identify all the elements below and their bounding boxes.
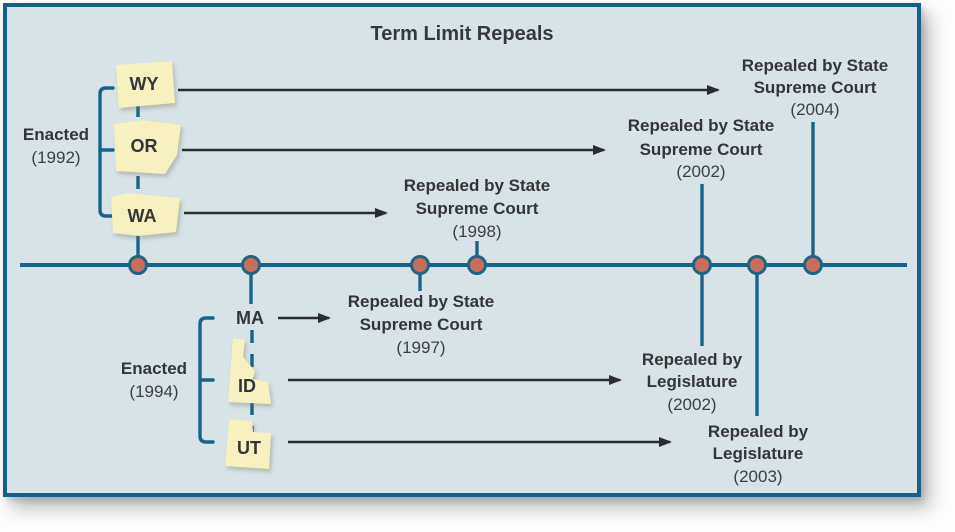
repeal-ut-line2: Legislature [713, 444, 804, 463]
repeal-ut-year: (2003) [733, 467, 782, 486]
term-limit-repeals-diagram: Term Limit Repeals [3, 3, 921, 497]
repeal-wy-year: (2004) [790, 100, 839, 119]
repeal-wa-line1: Repealed by State [404, 176, 550, 195]
enacted-1992-label: Enacted [23, 125, 89, 144]
state-label-ut: UT [237, 438, 261, 458]
state-label-wy: WY [130, 74, 159, 94]
diagram-title: Term Limit Repeals [370, 23, 553, 45]
repeal-wa-line2: Supreme Court [416, 199, 539, 218]
state-shape-oregon [114, 120, 181, 174]
state-shape-washington [111, 193, 180, 236]
state-shape-wyoming [116, 61, 175, 108]
repeal-or-line1: Repealed by State [628, 116, 774, 135]
repeal-ut-line1: Repealed by [708, 422, 809, 441]
state-label-or: OR [131, 136, 158, 156]
repeal-label-wy-2004: Repealed by State Supreme Court (2004) [742, 56, 888, 119]
repeal-ma-line1: Repealed by State [348, 292, 494, 311]
bracket-enacted-1992 [98, 86, 115, 218]
timeline-dot-2004 [803, 255, 823, 275]
state-shape-idaho [228, 338, 271, 404]
timeline-dot-1997 [410, 255, 430, 275]
repeal-label-ut-2003: Repealed by Legislature (2003) [708, 422, 809, 486]
repeal-ma-line2: Supreme Court [360, 315, 483, 334]
repeal-wa-year: (1998) [452, 222, 501, 241]
enacted-1994-year: (1994) [129, 382, 178, 401]
state-label-wa: WA [128, 206, 157, 226]
enacted-1992-year: (1992) [31, 148, 80, 167]
state-label-ma: MA [236, 308, 264, 328]
enacted-1994-label: Enacted [121, 359, 187, 378]
repeal-label-ma-1997: Repealed by State Supreme Court (1997) [348, 292, 494, 357]
repeal-wy-line2: Supreme Court [754, 78, 877, 97]
repeal-label-wa-1998: Repealed by State Supreme Court (1998) [404, 176, 550, 241]
repeal-label-id-2002: Repealed by Legislature (2002) [642, 350, 743, 414]
repeal-id-year: (2002) [667, 395, 716, 414]
timeline-dot-wa-enacted [128, 255, 148, 275]
bracket-enacted-1994 [198, 316, 215, 444]
repeal-or-year: (2002) [676, 162, 725, 181]
repeal-id-line2: Legislature [647, 372, 738, 391]
repeal-label-or-2002: Repealed by State Supreme Court (2002) [628, 116, 774, 181]
state-label-id: ID [238, 376, 256, 396]
timeline-dot-2003 [747, 255, 767, 275]
state-shape-utah [225, 419, 271, 469]
repeal-id-line1: Repealed by [642, 350, 743, 369]
repeal-or-line2: Supreme Court [640, 140, 763, 159]
repeal-wy-line1: Repealed by State [742, 56, 888, 75]
timeline-dot-1998 [467, 255, 487, 275]
timeline-dot-ma-enacted [241, 255, 261, 275]
timeline-diagram-canvas: Term Limit Repeals [20, 23, 907, 486]
repeal-ma-year: (1997) [396, 338, 445, 357]
timeline-dot-2002 [692, 255, 712, 275]
